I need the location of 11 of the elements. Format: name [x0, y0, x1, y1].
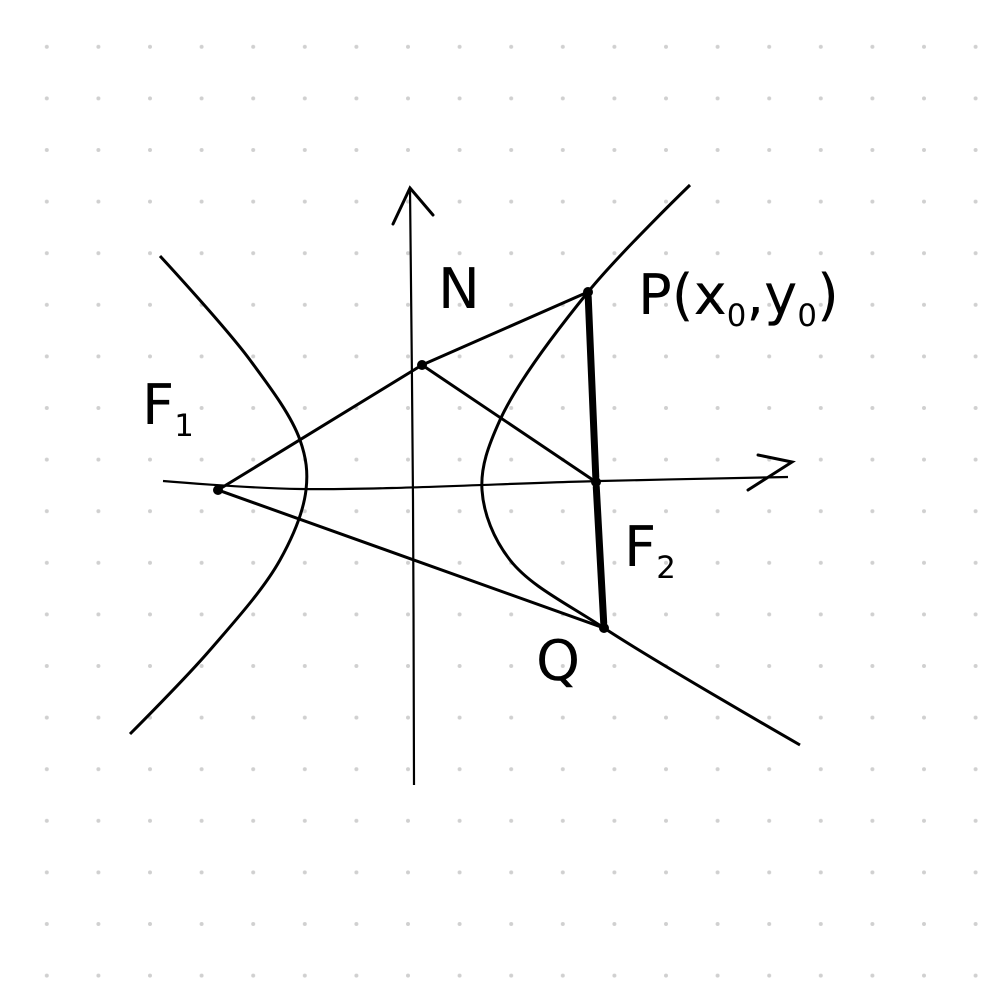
line-segment: [425, 292, 585, 364]
point-label: N: [438, 262, 480, 318]
line-segment: [424, 366, 594, 481]
line-segment: [584, 294, 600, 480]
point-label: F$_{1}$: [142, 378, 194, 442]
point-label: Q: [536, 634, 580, 690]
line-segment: [592, 484, 608, 626]
point-label: P(x$_{0}$,y$_{0}$): [638, 268, 839, 332]
line-segment: [221, 490, 601, 628]
line-segment: [220, 366, 420, 489]
point-label: F$_{2}$: [624, 520, 676, 584]
